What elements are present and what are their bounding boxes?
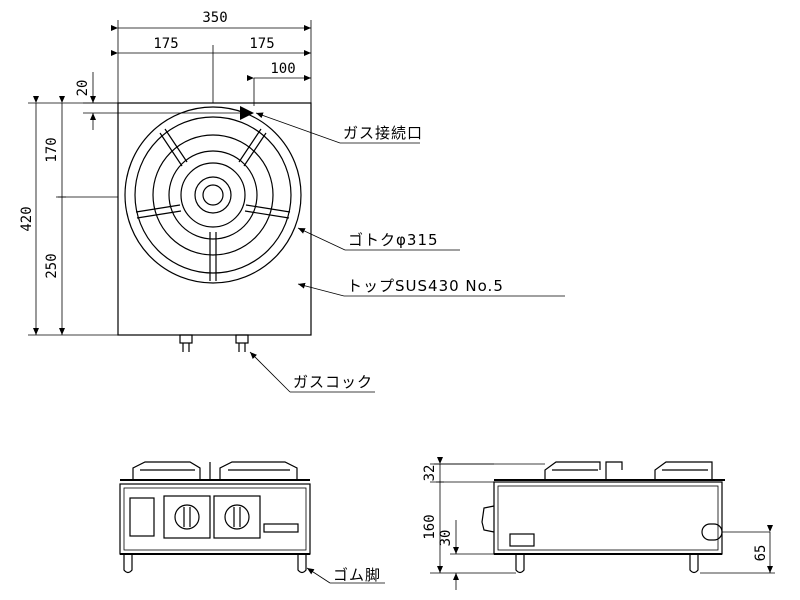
side-feet: [515, 554, 699, 574]
dim-height-total: 420: [19, 206, 35, 231]
label-rubber-feet: ゴム脚: [333, 566, 381, 584]
dim-width-total: 350: [202, 10, 227, 26]
dim-gas-offset-y: 20: [75, 80, 91, 97]
gas-pipe: [701, 523, 723, 541]
side-view: 32 160 30 65: [422, 457, 775, 590]
front-view: ゴム脚: [119, 461, 385, 584]
side-body: [493, 481, 723, 555]
dim-lower-height: 250: [44, 253, 60, 278]
dim-half-right: 175: [249, 36, 274, 52]
gas-cock-knob-left: [174, 504, 200, 530]
rubber-feet: [123, 554, 307, 574]
dim-half-left: 175: [153, 36, 178, 52]
gas-connection-marker: [240, 106, 254, 120]
label-trivet: ゴトクφ315: [348, 231, 439, 249]
dim-pipe-height: 65: [753, 545, 769, 562]
front-trivets: [132, 461, 298, 480]
top-plate-outline: [117, 102, 312, 336]
label-gas-cock: ガスコック: [293, 373, 373, 391]
label-top-plate: トップSUS430 No.5: [347, 277, 504, 295]
dim-gas-offset-x: 100: [270, 61, 295, 77]
side-trivets: [544, 461, 713, 480]
dim-leg-height: 30: [438, 530, 454, 547]
gas-cock-knob-right: [224, 504, 250, 530]
front-body: [119, 483, 311, 555]
gas-cock-stubs: [179, 334, 249, 352]
trivet-burner: [124, 106, 302, 284]
nameplate: [263, 523, 299, 533]
dim-top-height: 32: [422, 465, 438, 482]
label-gas-connection: ガス接続口: [343, 124, 423, 142]
dim-body-height: 160: [422, 514, 438, 539]
top-view: 350 175 175 100 20 420 170 250 ガス接続口 ゴトク…: [19, 10, 565, 393]
dim-upper-height: 170: [44, 137, 60, 162]
